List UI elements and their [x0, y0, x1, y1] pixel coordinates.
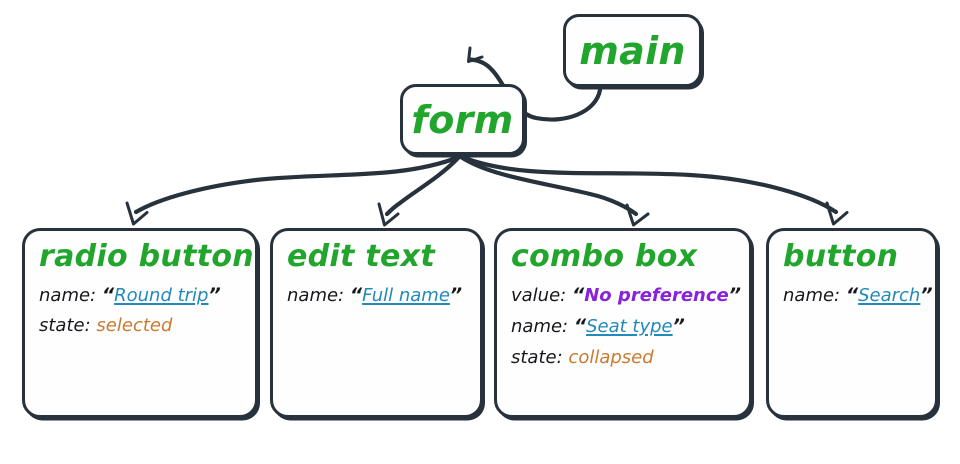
attribute-value: Search: [858, 284, 921, 306]
node-role-label: form: [411, 97, 514, 142]
attribute-row: value: “No preference”: [511, 281, 741, 310]
node-role-label: radio button: [39, 239, 254, 274]
attribute-key: state: [511, 346, 557, 368]
attribute-colon: :: [556, 346, 563, 368]
attribute-colon: :: [84, 315, 91, 336]
attribute-value: Full name: [362, 284, 450, 306]
attribute-key: state: [39, 315, 85, 336]
edge-form-to-combo-box: [458, 154, 650, 227]
quote-close: ”: [208, 283, 221, 306]
node-edit-text[interactable]: edit text name: “Full name”: [270, 228, 483, 418]
quote-open: “: [845, 283, 859, 306]
attribute-row: name: “Round trip”: [39, 281, 241, 310]
node-role-label: button: [783, 239, 899, 274]
attribute-row: state: collapsed: [511, 344, 735, 371]
attribute-row: name: “Seat type”: [511, 312, 735, 341]
attribute-key: value: [511, 284, 561, 306]
attribute-value: No preference: [584, 284, 729, 306]
attribute-colon: :: [90, 284, 97, 306]
quote-open: “: [349, 283, 363, 306]
quote-open: “: [571, 283, 585, 306]
node-role-label: main: [579, 28, 686, 73]
attribute-colon: :: [560, 284, 567, 306]
attribute-key: name: [287, 284, 339, 306]
attribute-row: name: “Full name”: [287, 281, 466, 310]
attribute-colon: :: [338, 284, 345, 306]
quote-open: “: [101, 283, 115, 306]
node-role-label: combo box: [511, 239, 698, 274]
quote-close: ”: [672, 315, 685, 337]
node-combo-box[interactable]: combo box value: “No preference” name: “…: [494, 228, 752, 418]
attribute-value: Round trip: [114, 284, 209, 306]
attribute-key: name: [39, 284, 91, 306]
node-radio-button[interactable]: radio button name: “Round trip” state: s…: [22, 228, 258, 418]
node-role-label: edit text: [287, 239, 435, 274]
node-main[interactable]: main: [563, 14, 702, 87]
node-button[interactable]: button name: “Search”: [766, 228, 938, 418]
edge-form-to-radio-button: [125, 154, 462, 226]
quote-close: ”: [920, 283, 933, 306]
attribute-key: name: [511, 316, 563, 337]
attribute-value: selected: [96, 315, 173, 336]
attribute-key: name: [783, 284, 835, 306]
edge-form-to-button: [459, 154, 849, 226]
node-form[interactable]: form: [400, 84, 525, 155]
attribute-value: collapsed: [568, 346, 654, 368]
attribute-row: state: selected: [39, 312, 241, 339]
quote-close: ”: [449, 283, 463, 306]
quote-close: ”: [728, 283, 741, 306]
quote-open: “: [573, 315, 587, 337]
attribute-value: Seat type: [586, 316, 673, 337]
attribute-colon: :: [834, 284, 841, 306]
edge-form-to-edit-text: [377, 154, 462, 227]
attribute-row: name: “Search”: [783, 281, 933, 310]
attribute-colon: :: [562, 316, 569, 337]
